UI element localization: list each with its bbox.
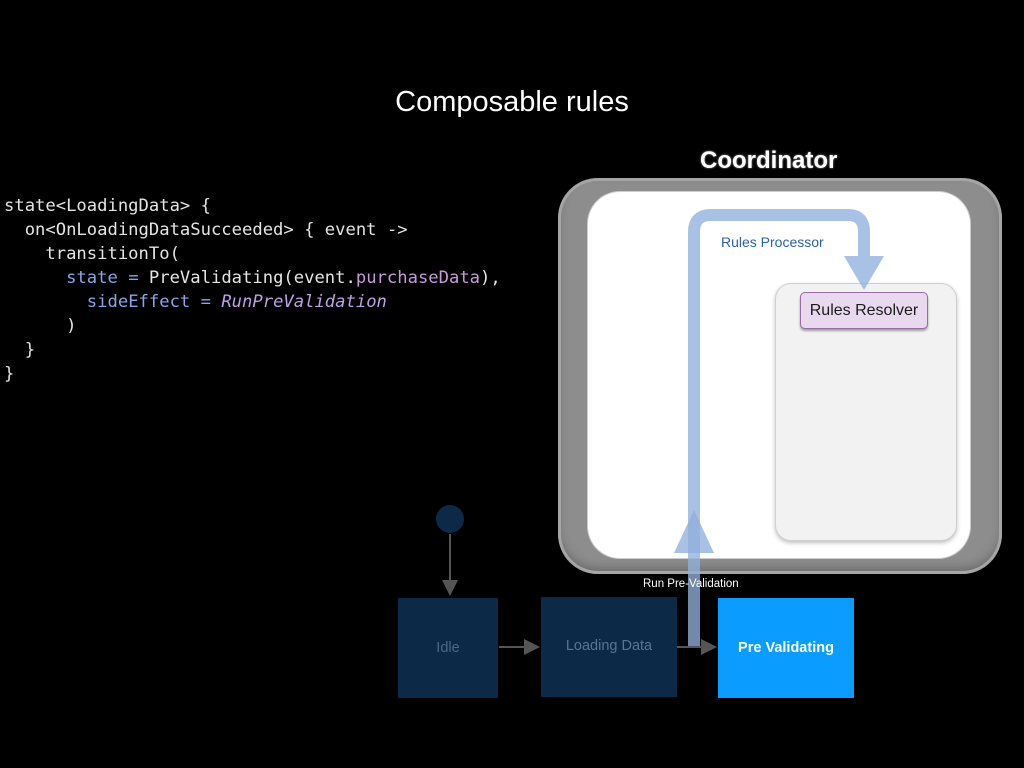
rules-processor-label: Rules Processor	[721, 234, 824, 250]
transition-label: Run Pre-Validation	[643, 578, 739, 590]
rules-flow-arrow	[688, 209, 870, 646]
code-token: }	[4, 364, 15, 384]
code-line: )	[4, 314, 501, 338]
code-line: }	[4, 362, 501, 386]
code-token: purchaseData	[355, 268, 481, 288]
code-token: PreValidating(event.	[148, 268, 356, 288]
rules-flow-arrowhead-up	[674, 510, 714, 553]
code-token: RunPreValidation	[221, 292, 387, 312]
slide-title: Composable rules	[395, 86, 629, 118]
code-token: }	[4, 340, 36, 360]
code-line: on<OnLoadingDataSucceeded> { event ->	[4, 218, 501, 242]
state-loading-data: Loading Data	[541, 597, 677, 697]
rules-flow-arrowhead-down	[844, 256, 884, 290]
code-snippet: state<LoadingData> { on<OnLoadingDataSuc…	[4, 194, 501, 386]
code-line: transitionTo(	[4, 242, 501, 266]
code-token: transitionTo(	[4, 244, 180, 264]
code-line: sideEffect = RunPreValidation	[4, 290, 501, 314]
code-line: state<LoadingData> {	[4, 194, 501, 218]
initial-state-dot	[436, 505, 464, 533]
code-line: state = PreValidating(event.purchaseData…	[4, 266, 501, 290]
code-token: ),	[480, 268, 501, 288]
code-token: sideEffect	[86, 292, 191, 312]
state-pre-validating: Pre Validating	[718, 598, 854, 698]
code-token: state	[66, 268, 118, 288]
code-token: )	[4, 316, 77, 336]
state-idle: Idle	[398, 598, 498, 698]
coordinator-label: Coordinator	[700, 147, 838, 174]
rules-resolver-chip: Rules Resolver	[800, 292, 928, 329]
code-token: on<OnLoadingDataSucceeded> { event ->	[4, 220, 408, 240]
code-token: =	[117, 268, 149, 288]
code-token: =	[190, 292, 222, 312]
code-line: }	[4, 338, 501, 362]
code-token: state<LoadingData> {	[4, 196, 211, 216]
